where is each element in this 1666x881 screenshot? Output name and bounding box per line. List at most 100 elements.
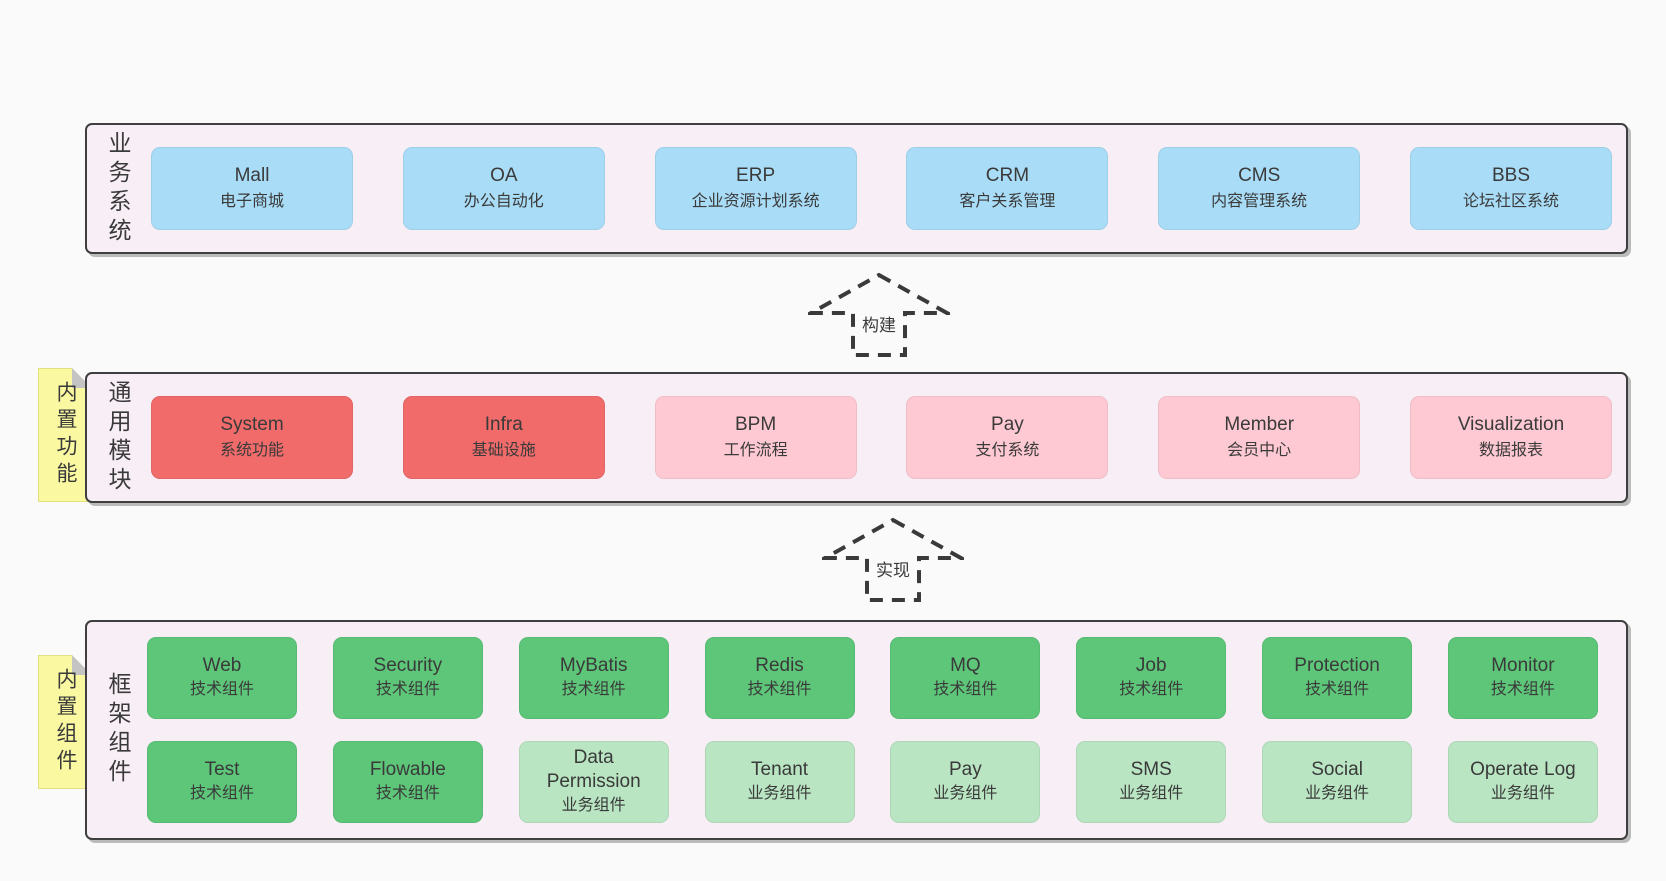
- box-subtitle: 业务组件: [1119, 785, 1184, 802]
- box-subtitle: 技术组件: [189, 785, 254, 802]
- box-subtitle: 会员中心: [1227, 441, 1292, 459]
- box-oa: OA 办公自动化: [402, 147, 605, 230]
- box-title: MyBatis: [559, 655, 628, 676]
- box-subtitle: 基础设施: [471, 441, 536, 459]
- box-title: Social: [1311, 759, 1363, 780]
- up-arrow-dashed-icon: [808, 272, 950, 357]
- box-title: Visualization: [1457, 413, 1565, 435]
- box-title: MQ: [950, 655, 981, 676]
- box-pay-component: Pay 业务组件: [890, 741, 1041, 823]
- box-subtitle: 论坛社区系统: [1462, 192, 1559, 210]
- box-title: Test: [204, 759, 240, 780]
- box-title: CMS: [1238, 164, 1281, 186]
- box-title: Web: [202, 655, 242, 676]
- box-subtitle: 技术组件: [747, 681, 812, 698]
- box-title: Pay: [991, 413, 1024, 435]
- box-operate-log: Operate Log 业务组件: [1447, 741, 1598, 823]
- box-protection: Protection 技术组件: [1262, 637, 1413, 719]
- box-subtitle: 支付系统: [975, 441, 1040, 459]
- box-subtitle: 企业资源计划系统: [691, 192, 820, 210]
- box-redis: Redis 技术组件: [704, 637, 855, 719]
- box-visualization: Visualization 数据报表: [1409, 396, 1612, 479]
- box-test: Test 技术组件: [147, 741, 297, 823]
- box-job: Job 技术组件: [1076, 637, 1227, 719]
- box-title: Pay: [949, 759, 982, 780]
- box-title: Member: [1224, 413, 1295, 435]
- box-monitor: Monitor 技术组件: [1447, 637, 1598, 719]
- business-boxes-row: Mall 电子商城 OA 办公自动化 ERP 企业资源计划系统 CRM 客户关系…: [151, 125, 1612, 252]
- box-title: ERP: [736, 164, 776, 186]
- components-boxes-grid: Web 技术组件 Security 技术组件 MyBatis 技术组件 Redi…: [147, 622, 1598, 838]
- box-member: Member 会员中心: [1158, 396, 1361, 479]
- modules-boxes-row: System 系统功能 Infra 基础设施 BPM 工作流程 Pay 支付系统…: [151, 374, 1612, 501]
- box-subtitle: 工作流程: [723, 441, 788, 459]
- box-tenant: Tenant 业务组件: [704, 741, 855, 823]
- box-system: System 系统功能: [151, 396, 353, 479]
- box-subtitle: 办公自动化: [463, 192, 544, 210]
- sticky-note-text: 内置组件: [54, 668, 77, 776]
- box-mybatis: MyBatis 技术组件: [518, 637, 669, 719]
- box-subtitle: 业务组件: [1490, 785, 1555, 802]
- box-title: BPM: [735, 413, 777, 435]
- sticky-note-built-in-functions: 内置功能: [38, 368, 92, 502]
- box-cms: CMS 内容管理系统: [1158, 147, 1361, 230]
- band-business-systems: 业务系统 Mall 电子商城 OA 办公自动化 ERP 企业资源计划系统 CRM…: [85, 123, 1628, 254]
- box-infra: Infra 基础设施: [402, 396, 605, 479]
- box-title: Data Permission: [546, 747, 641, 792]
- box-title: Mall: [234, 164, 270, 186]
- box-pay-system: Pay 支付系统: [906, 396, 1109, 479]
- box-subtitle: 技术组件: [1490, 681, 1555, 698]
- box-title: Redis: [755, 655, 804, 676]
- box-subtitle: 电子商城: [219, 192, 284, 210]
- box-security: Security 技术组件: [332, 637, 483, 719]
- box-subtitle: 内容管理系统: [1211, 192, 1308, 210]
- box-subtitle: 客户关系管理: [959, 192, 1056, 210]
- arrow-implement-label: 实现: [873, 556, 913, 581]
- box-subtitle: 业务组件: [933, 785, 998, 802]
- box-title: Security: [373, 655, 443, 676]
- box-crm: CRM 客户关系管理: [906, 147, 1109, 230]
- components-row-1: Web 技术组件 Security 技术组件 MyBatis 技术组件 Redi…: [147, 637, 1598, 719]
- box-subtitle: 技术组件: [1119, 681, 1184, 698]
- box-title: Operate Log: [1470, 759, 1576, 780]
- box-subtitle: 业务组件: [561, 797, 626, 814]
- box-flowable: Flowable 技术组件: [332, 741, 483, 823]
- band-label-framework-components: 框架组件: [105, 672, 131, 788]
- box-erp: ERP 企业资源计划系统: [654, 147, 857, 230]
- box-bbs: BBS 论坛社区系统: [1409, 147, 1612, 230]
- up-arrow-dashed-icon: [822, 517, 964, 602]
- band-label-common-modules: 通用模块: [105, 379, 131, 496]
- box-bpm: BPM 工作流程: [654, 396, 857, 479]
- band-label-business-systems: 业务系统: [105, 130, 131, 247]
- box-mall: Mall 电子商城: [151, 147, 353, 230]
- sticky-note-built-in-components: 内置组件: [38, 655, 92, 789]
- box-subtitle: 数据报表: [1478, 441, 1543, 459]
- box-subtitle: 技术组件: [189, 681, 254, 698]
- box-sms: SMS 业务组件: [1076, 741, 1227, 823]
- box-subtitle: 技术组件: [375, 785, 440, 802]
- box-subtitle: 技术组件: [561, 681, 626, 698]
- box-subtitle: 技术组件: [375, 681, 440, 698]
- box-subtitle: 系统功能: [219, 441, 284, 459]
- box-data-permission: Data Permission 业务组件: [518, 741, 669, 823]
- box-title: Monitor: [1491, 655, 1555, 676]
- arrow-build-label: 构建: [859, 311, 899, 336]
- box-mq: MQ 技术组件: [890, 637, 1041, 719]
- arrow-build: 构建: [808, 272, 950, 358]
- box-title: Tenant: [751, 759, 809, 780]
- box-title: Job: [1135, 655, 1167, 676]
- box-subtitle: 业务组件: [1305, 785, 1370, 802]
- box-subtitle: 业务组件: [747, 785, 812, 802]
- box-web: Web 技术组件: [147, 637, 297, 719]
- sticky-note-text: 内置功能: [54, 381, 77, 489]
- box-title: Protection: [1294, 655, 1380, 676]
- box-social: Social 业务组件: [1262, 741, 1413, 823]
- box-title: System: [220, 413, 284, 435]
- box-title: Flowable: [369, 759, 446, 780]
- components-row-2: Test 技术组件 Flowable 技术组件 Data Permission …: [147, 741, 1598, 823]
- box-subtitle: 技术组件: [933, 681, 998, 698]
- band-common-modules: 通用模块 System 系统功能 Infra 基础设施 BPM 工作流程 Pay…: [85, 372, 1628, 503]
- box-title: SMS: [1130, 759, 1172, 780]
- box-title: Infra: [484, 413, 523, 435]
- band-framework-components: 框架组件 Web 技术组件 Security 技术组件 MyBatis 技术组件…: [85, 620, 1628, 840]
